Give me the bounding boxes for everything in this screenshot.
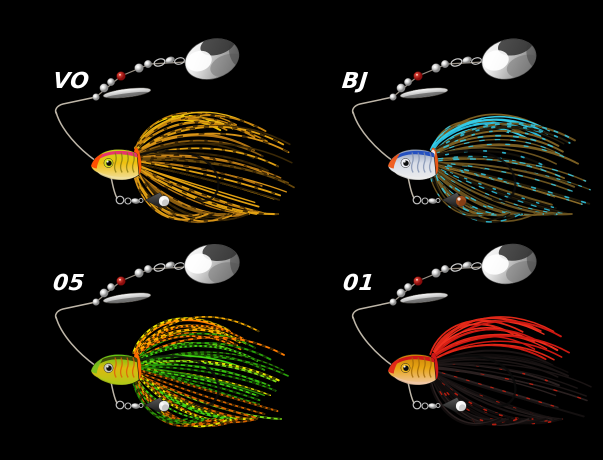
hook (133, 149, 220, 202)
lure-head (387, 353, 437, 386)
hook (133, 354, 220, 407)
small-willow-blade (399, 87, 449, 99)
main-blade (481, 34, 541, 80)
spinnerbait-photo-vo (54, 33, 295, 223)
product-cell-05: 05 (0, 205, 306, 460)
lure-head (90, 353, 140, 386)
wire-frame (54, 301, 118, 404)
lure-head (90, 148, 140, 181)
spinnerbait-photo-bj (351, 34, 591, 223)
main-blade (184, 33, 245, 80)
silicone-skirt (428, 316, 592, 426)
wire-frame (54, 96, 118, 199)
spinnerbait-photo-01 (351, 239, 592, 426)
bead-chain (389, 56, 484, 101)
lure-head (387, 148, 437, 181)
product-cell-bj: BJ (297, 0, 603, 255)
tail-spinner (412, 397, 467, 413)
tail-spinner (115, 192, 170, 208)
hook (430, 149, 517, 202)
main-blade (481, 239, 540, 285)
tail-spinner (412, 192, 467, 208)
wire-frame (351, 96, 415, 199)
silicone-skirt (132, 111, 295, 223)
bead-chain (92, 56, 187, 101)
wire-frame (351, 301, 415, 404)
silicone-skirt (131, 316, 289, 428)
spinnerbait-photo-05 (54, 241, 289, 428)
product-cell-01: 01 (297, 205, 603, 460)
bead-chain (389, 261, 484, 306)
main-blade (184, 241, 242, 285)
product-cell-vo: VO (0, 0, 306, 255)
tail-spinner (115, 397, 170, 413)
small-willow-blade (102, 292, 152, 304)
small-willow-blade (399, 292, 449, 304)
small-willow-blade (102, 87, 152, 99)
hook (430, 354, 517, 407)
bead-chain (92, 261, 187, 306)
